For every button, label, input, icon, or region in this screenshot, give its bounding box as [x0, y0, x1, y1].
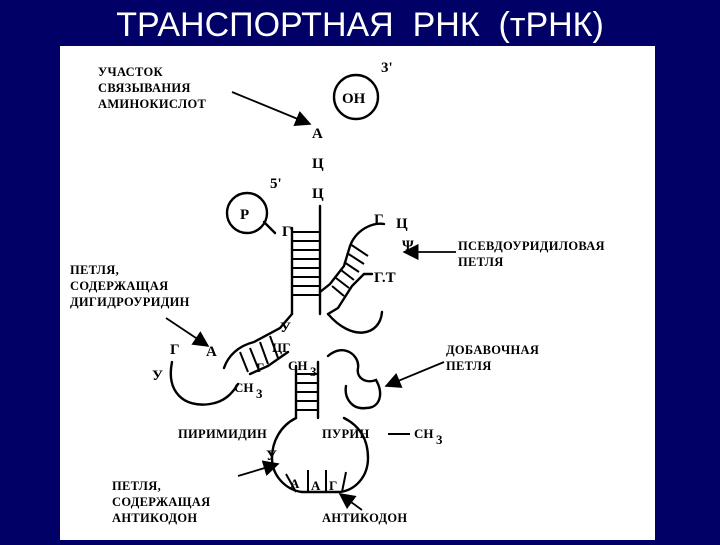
codon-a1: А [290, 476, 300, 491]
p-connector [262, 220, 277, 235]
d-loop-cg: ЦГ [272, 340, 290, 355]
label-anticodon: АНТИКОДОН [322, 511, 407, 525]
t-loop-g: Г [374, 212, 384, 228]
label-purine-ch-sub: 3 [436, 432, 443, 447]
d-loop-ch: СН [234, 380, 254, 395]
anticodon-loop [270, 416, 370, 494]
acceptor-c2: Ц [312, 186, 324, 202]
d-loop [169, 360, 240, 406]
three-prime-label: 3' [381, 60, 393, 76]
d-loop-g: Г [170, 342, 180, 358]
codon-a2: А [311, 478, 321, 493]
d-loop-u-left: У [152, 368, 163, 384]
extra-loop [326, 349, 382, 410]
codon-g: Г [329, 478, 337, 493]
anticodon-loop-u: У [266, 448, 277, 464]
svg-text:ДИГИДРОУРИДИН: ДИГИДРОУРИДИН [70, 295, 190, 309]
label-dhu-loop: ПЕТЛЯ, СОДЕРЖАЩАЯ ДИГИДРОУРИДИН [70, 263, 190, 309]
svg-text:ПЕТЛЯ,: ПЕТЛЯ, [112, 479, 161, 493]
arrow-extra [384, 361, 445, 388]
diagram-panel: 3' ОН 5' Р А Ц Ц Г Г Ц Ψ Г.Т Г А У Г ЦГ … [60, 46, 655, 540]
d-arm-upper [222, 312, 294, 370]
t-loop-c: Ц [396, 216, 408, 232]
label-anticodon-loop: ПЕТЛЯ, СОДЕРЖАЩАЯ АНТИКОДОН [112, 479, 210, 525]
d-loop-a: А [206, 344, 217, 360]
svg-text:ПЕТЛЯ,: ПЕТЛЯ, [70, 263, 119, 277]
oh-circle [332, 73, 380, 121]
label-extra-loop: ДОБАВОЧНАЯ ПЕТЛЯ [446, 343, 539, 373]
label-amino-site: УЧАСТОК СВЯЗЫВАНИЯ АМИНОКИСЛОТ [98, 65, 207, 111]
t-loop-gt: Г.Т [374, 270, 396, 286]
stem-ch: СН [288, 358, 308, 373]
svg-text:АНТИКОДОН: АНТИКОДОН [112, 511, 197, 525]
arrow-anticodon-loop [237, 460, 280, 477]
svg-text:УЧАСТОК: УЧАСТОК [98, 65, 163, 79]
trna-diagram: 3' ОН 5' Р А Ц Ц Г Г Ц Ψ Г.Т Г А У Г ЦГ … [70, 60, 605, 525]
g-five-prime: Г [282, 224, 292, 240]
p-circle [225, 191, 269, 235]
t-stem-pairs [331, 243, 369, 297]
acceptor-stem-pairs [292, 231, 320, 296]
arrow-dhu [165, 317, 210, 347]
d-loop-ch-sub: 3 [256, 386, 263, 401]
svg-text:ПЕТЛЯ: ПЕТЛЯ [458, 255, 504, 269]
d-arm-lower [248, 350, 290, 376]
acceptor-a: А [312, 126, 323, 142]
svg-text:ПЕТЛЯ: ПЕТЛЯ [446, 359, 492, 373]
label-pseudouridine-loop: ПСЕВДОУРИДИЛОВАЯ ПЕТЛЯ [458, 239, 605, 269]
label-pyrimidine: ПИРИМИДИН [178, 427, 267, 441]
svg-text:ПСЕВДОУРИДИЛОВАЯ: ПСЕВДОУРИДИЛОВАЯ [458, 239, 605, 253]
slide-title: ТРАНСПОРТНАЯ РНК (тРНК) [116, 6, 604, 44]
t-loop-psi: Ψ [402, 238, 414, 254]
label-purine-ch: СН [414, 426, 434, 441]
anticodon-stem-pairs [296, 373, 318, 411]
oh-label: ОН [342, 91, 366, 107]
arrow-anticodon [338, 493, 363, 511]
arrow-amino-site [231, 91, 312, 126]
d-loop-g2: Г [256, 360, 264, 375]
svg-text:ДОБАВОЧНАЯ: ДОБАВОЧНАЯ [446, 343, 539, 357]
label-purine: ПУРИН [322, 427, 369, 441]
five-prime-label: 5' [270, 176, 282, 192]
t-loop [326, 310, 384, 334]
svg-text:АМИНОКИСЛОТ: АМИНОКИСЛОТ [98, 97, 207, 111]
svg-text:СВЯЗЫВАНИЯ: СВЯЗЫВАНИЯ [98, 81, 191, 95]
p-label: Р [240, 207, 249, 223]
t-arm-strand-2 [326, 272, 374, 316]
d-stem-pairs [239, 335, 279, 373]
acceptor-c1: Ц [312, 156, 324, 172]
svg-text:СОДЕРЖАЩАЯ: СОДЕРЖАЩАЯ [70, 279, 168, 293]
anticodon-boxes [285, 470, 347, 493]
svg-text:СОДЕРЖАЩАЯ: СОДЕРЖАЩАЯ [112, 495, 210, 509]
d-loop-u-top: У [280, 320, 291, 336]
stem-ch-sub: 3 [310, 364, 317, 379]
